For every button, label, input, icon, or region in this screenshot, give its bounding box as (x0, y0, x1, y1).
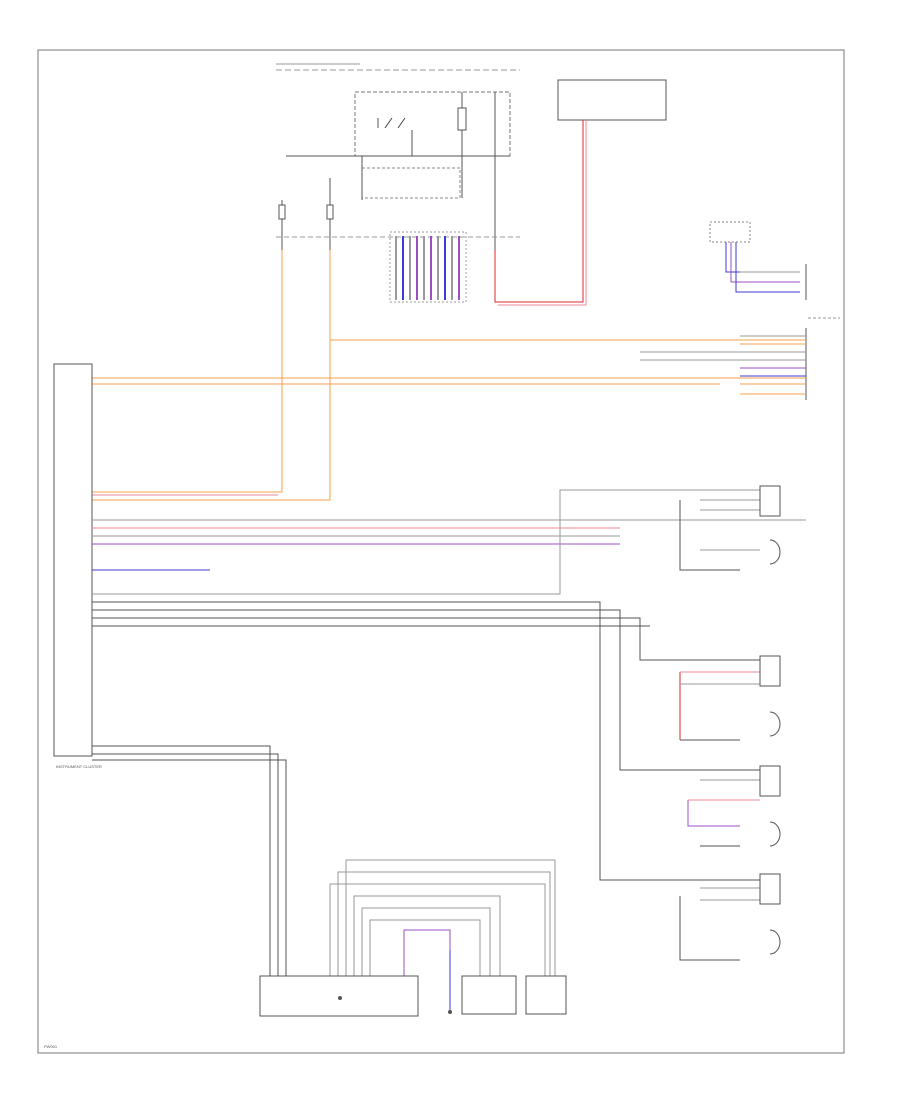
red-wire-feed (494, 120, 587, 306)
smart-relay-box (354, 91, 511, 157)
top-right-connector (709, 221, 840, 319)
ground-symbol (448, 1010, 452, 1014)
diagram-frame (37, 49, 845, 1054)
bottom-harness (92, 745, 556, 1010)
bottom-module-dot (338, 996, 342, 1000)
right-connector-wires (640, 328, 807, 400)
top-header-lines (276, 63, 520, 71)
left-module (53, 363, 93, 757)
diagram-footer-id: PW001 (44, 1044, 58, 1049)
bottom-box-3 (525, 975, 567, 1015)
orange-main-wires (92, 250, 806, 501)
right-side-devices (679, 485, 781, 961)
left-module-pin-wires (92, 489, 806, 881)
bottom-box-2 (461, 975, 517, 1015)
hot-fuse-label-box (557, 79, 667, 121)
central-module-area (361, 130, 463, 200)
bottom-module (259, 975, 419, 1017)
left-module-label: INSTRUMENT CLUSTER (56, 764, 102, 769)
fuse-lines (276, 140, 520, 250)
connector-bank (389, 231, 467, 303)
